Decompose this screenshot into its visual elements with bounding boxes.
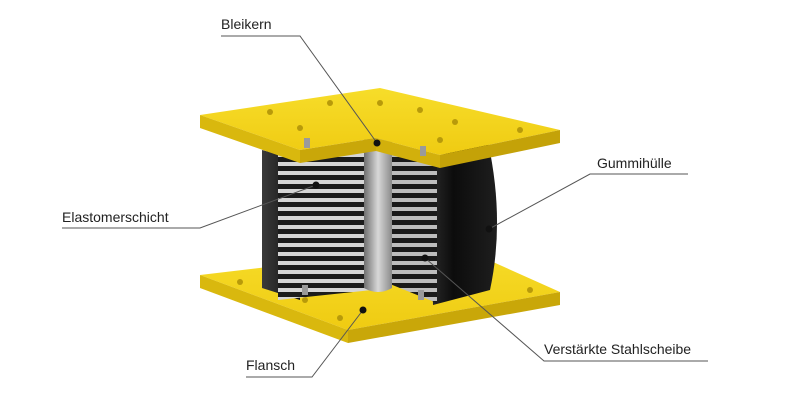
label-steel-plate: Verstärkte Stahlscheibe bbox=[544, 341, 692, 357]
leader-elastomer bbox=[62, 184, 317, 229]
leader-rubber-cover bbox=[488, 173, 688, 230]
label-lead-core: Bleikern bbox=[221, 16, 272, 32]
laminated-section bbox=[278, 140, 437, 303]
leader-lines bbox=[62, 35, 708, 378]
lead-core bbox=[364, 134, 392, 292]
label-elastomer-layer: Elastomerschicht bbox=[62, 209, 169, 225]
label-flange: Flansch bbox=[246, 357, 296, 373]
label-rubber-cover: Gummihülle bbox=[597, 155, 672, 171]
leader-lead-core bbox=[221, 35, 378, 144]
leader-flange bbox=[246, 309, 364, 378]
leader-dots bbox=[312, 139, 493, 314]
leader-steel-plate bbox=[424, 257, 708, 362]
top-flange bbox=[200, 88, 560, 300]
